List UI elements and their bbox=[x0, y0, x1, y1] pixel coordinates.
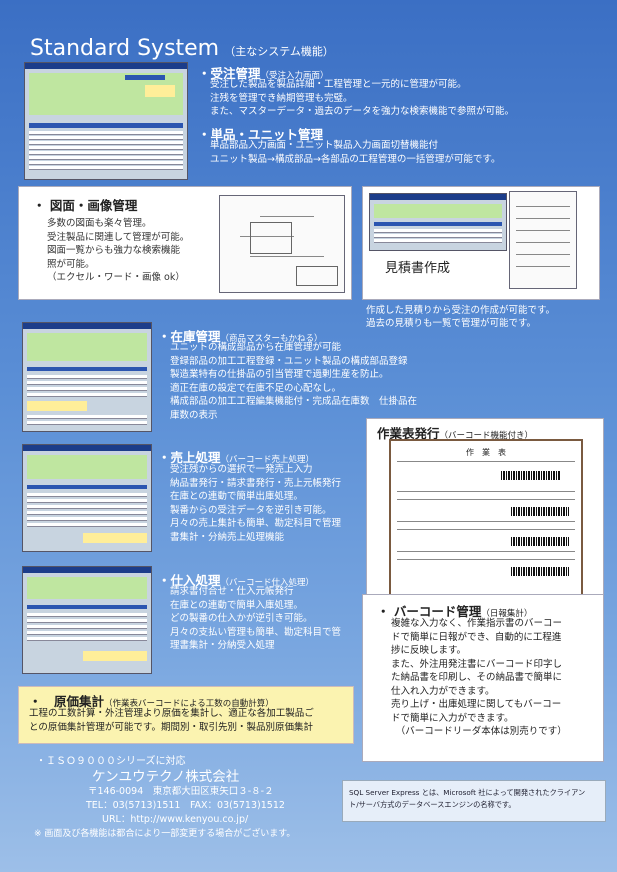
drawing-body: 多数の図面も楽々管理。 受注製品に関連して管理が可能。 図面一覧からも強力な検索… bbox=[47, 218, 190, 283]
order-heading: ・受注管理（受注入力画面） bbox=[198, 66, 329, 81]
purchase-body: 請求書付合せ・仕入元帳発行 在庫との連動で簡単入庫処理。 どの製番の仕入かが逆引… bbox=[170, 586, 342, 651]
barcode-body: 複雑な入力なく、作業指示書のバーコー ドで簡単に日報ができ、自動的に工程進 捗に… bbox=[391, 618, 567, 737]
barcode-heading: ・ バーコード管理（日報集計） bbox=[377, 604, 533, 619]
cost-heading: ・ 原価集計（作業表バーコードによる工数の自動計算） bbox=[29, 694, 274, 709]
workorder-document: 作 業 表 bbox=[389, 439, 583, 597]
estimate-screenshot bbox=[369, 193, 507, 251]
company-address: 〒146-0094 東京都大田区東矢口３-８-２ bbox=[88, 786, 274, 797]
drawing-card: ・ 図面・画像管理 多数の図面も楽々管理。 受注製品に関連して管理が可能。 図面… bbox=[18, 186, 352, 300]
title-main: Standard System bbox=[30, 36, 220, 61]
workorder-card: 作業表発行（バーコード機能付き） 作 業 表 bbox=[366, 418, 604, 598]
workorder-doc-title: 作 業 表 bbox=[466, 448, 506, 457]
sales-screenshot bbox=[22, 444, 152, 552]
company-url[interactable]: URL：http://www.kenyou.co.jp/ bbox=[102, 814, 249, 825]
order-body: 受注した製品を製品詳細・工程管理と一元的に管理が可能。 注残を管理でき納期管理も… bbox=[210, 79, 515, 117]
purchase-heading: ・仕入処理（バーコード仕入処理） bbox=[158, 573, 315, 588]
cost-body: 工程の工数計算・外注管理より原価を集計し、適正な各加工製品ご との原価集計管理が… bbox=[29, 708, 314, 733]
stock-heading: ・在庫管理（商品マスターもかねる） bbox=[158, 329, 323, 344]
barcode-card: ・ バーコード管理（日報集計） 複雑な入力なく、作業指示書のバーコー ドで簡単に… bbox=[362, 594, 604, 762]
estimate-card: 見積書作成 bbox=[362, 186, 600, 300]
title-sub: （主なシステム機能） bbox=[224, 45, 334, 58]
estimate-label: 見積書作成 bbox=[385, 261, 451, 276]
order-entry-screenshot bbox=[24, 62, 188, 180]
drawing-heading: ・ 図面・画像管理 bbox=[33, 198, 138, 213]
sql-note: SQL Server Express とは、Microsoft 社によって開発さ… bbox=[349, 788, 586, 809]
unit-body: 単品部品入力画面・ユニット製品入力画面切替機能付 ユニット製品→構成部品→各部品… bbox=[210, 140, 501, 165]
purchase-screenshot bbox=[22, 566, 152, 674]
drawing-image bbox=[219, 195, 345, 293]
iso-line: ・ＩＳＯ９０００シリーズに対応 bbox=[36, 756, 186, 767]
stock-screenshot bbox=[22, 322, 152, 432]
company-tel-fax: TEL：03(5713)1511 FAX：03(5713)1512 bbox=[86, 800, 285, 811]
disclaimer-note: ※ 画面及び各機能は都合により一部変更する場合がございます。 bbox=[34, 829, 296, 839]
sales-heading: ・売上処理（バーコード売上処理） bbox=[158, 450, 315, 465]
workorder-heading: 作業表発行（バーコード機能付き） bbox=[377, 426, 534, 441]
cost-box: ・ 原価集計（作業表バーコードによる工数の自動計算） 工程の工数計算・外注管理よ… bbox=[18, 686, 354, 744]
estimate-document bbox=[509, 191, 577, 289]
unit-heading: ・単品・ユニット管理 bbox=[198, 127, 324, 142]
sql-note-box: SQL Server Express とは、Microsoft 社によって開発さ… bbox=[342, 780, 606, 822]
page-title: Standard System （主なシステム機能） bbox=[30, 36, 334, 61]
stock-body: ユニットの構成部品から在庫管理が可能 登録部品の加工工程登録・ユニット製品の構成… bbox=[170, 342, 418, 421]
sales-body: 受注残からの選択で一発売上入力 納品書発行・請求書発行・売上元帳発行 在庫との連… bbox=[170, 464, 342, 543]
company-name: ケンユウテクノ株式会社 bbox=[92, 769, 240, 785]
estimate-body: 作成した見積りから受注の作成が可能です。 過去の見積りも一覧で管理が可能です。 bbox=[366, 305, 556, 329]
